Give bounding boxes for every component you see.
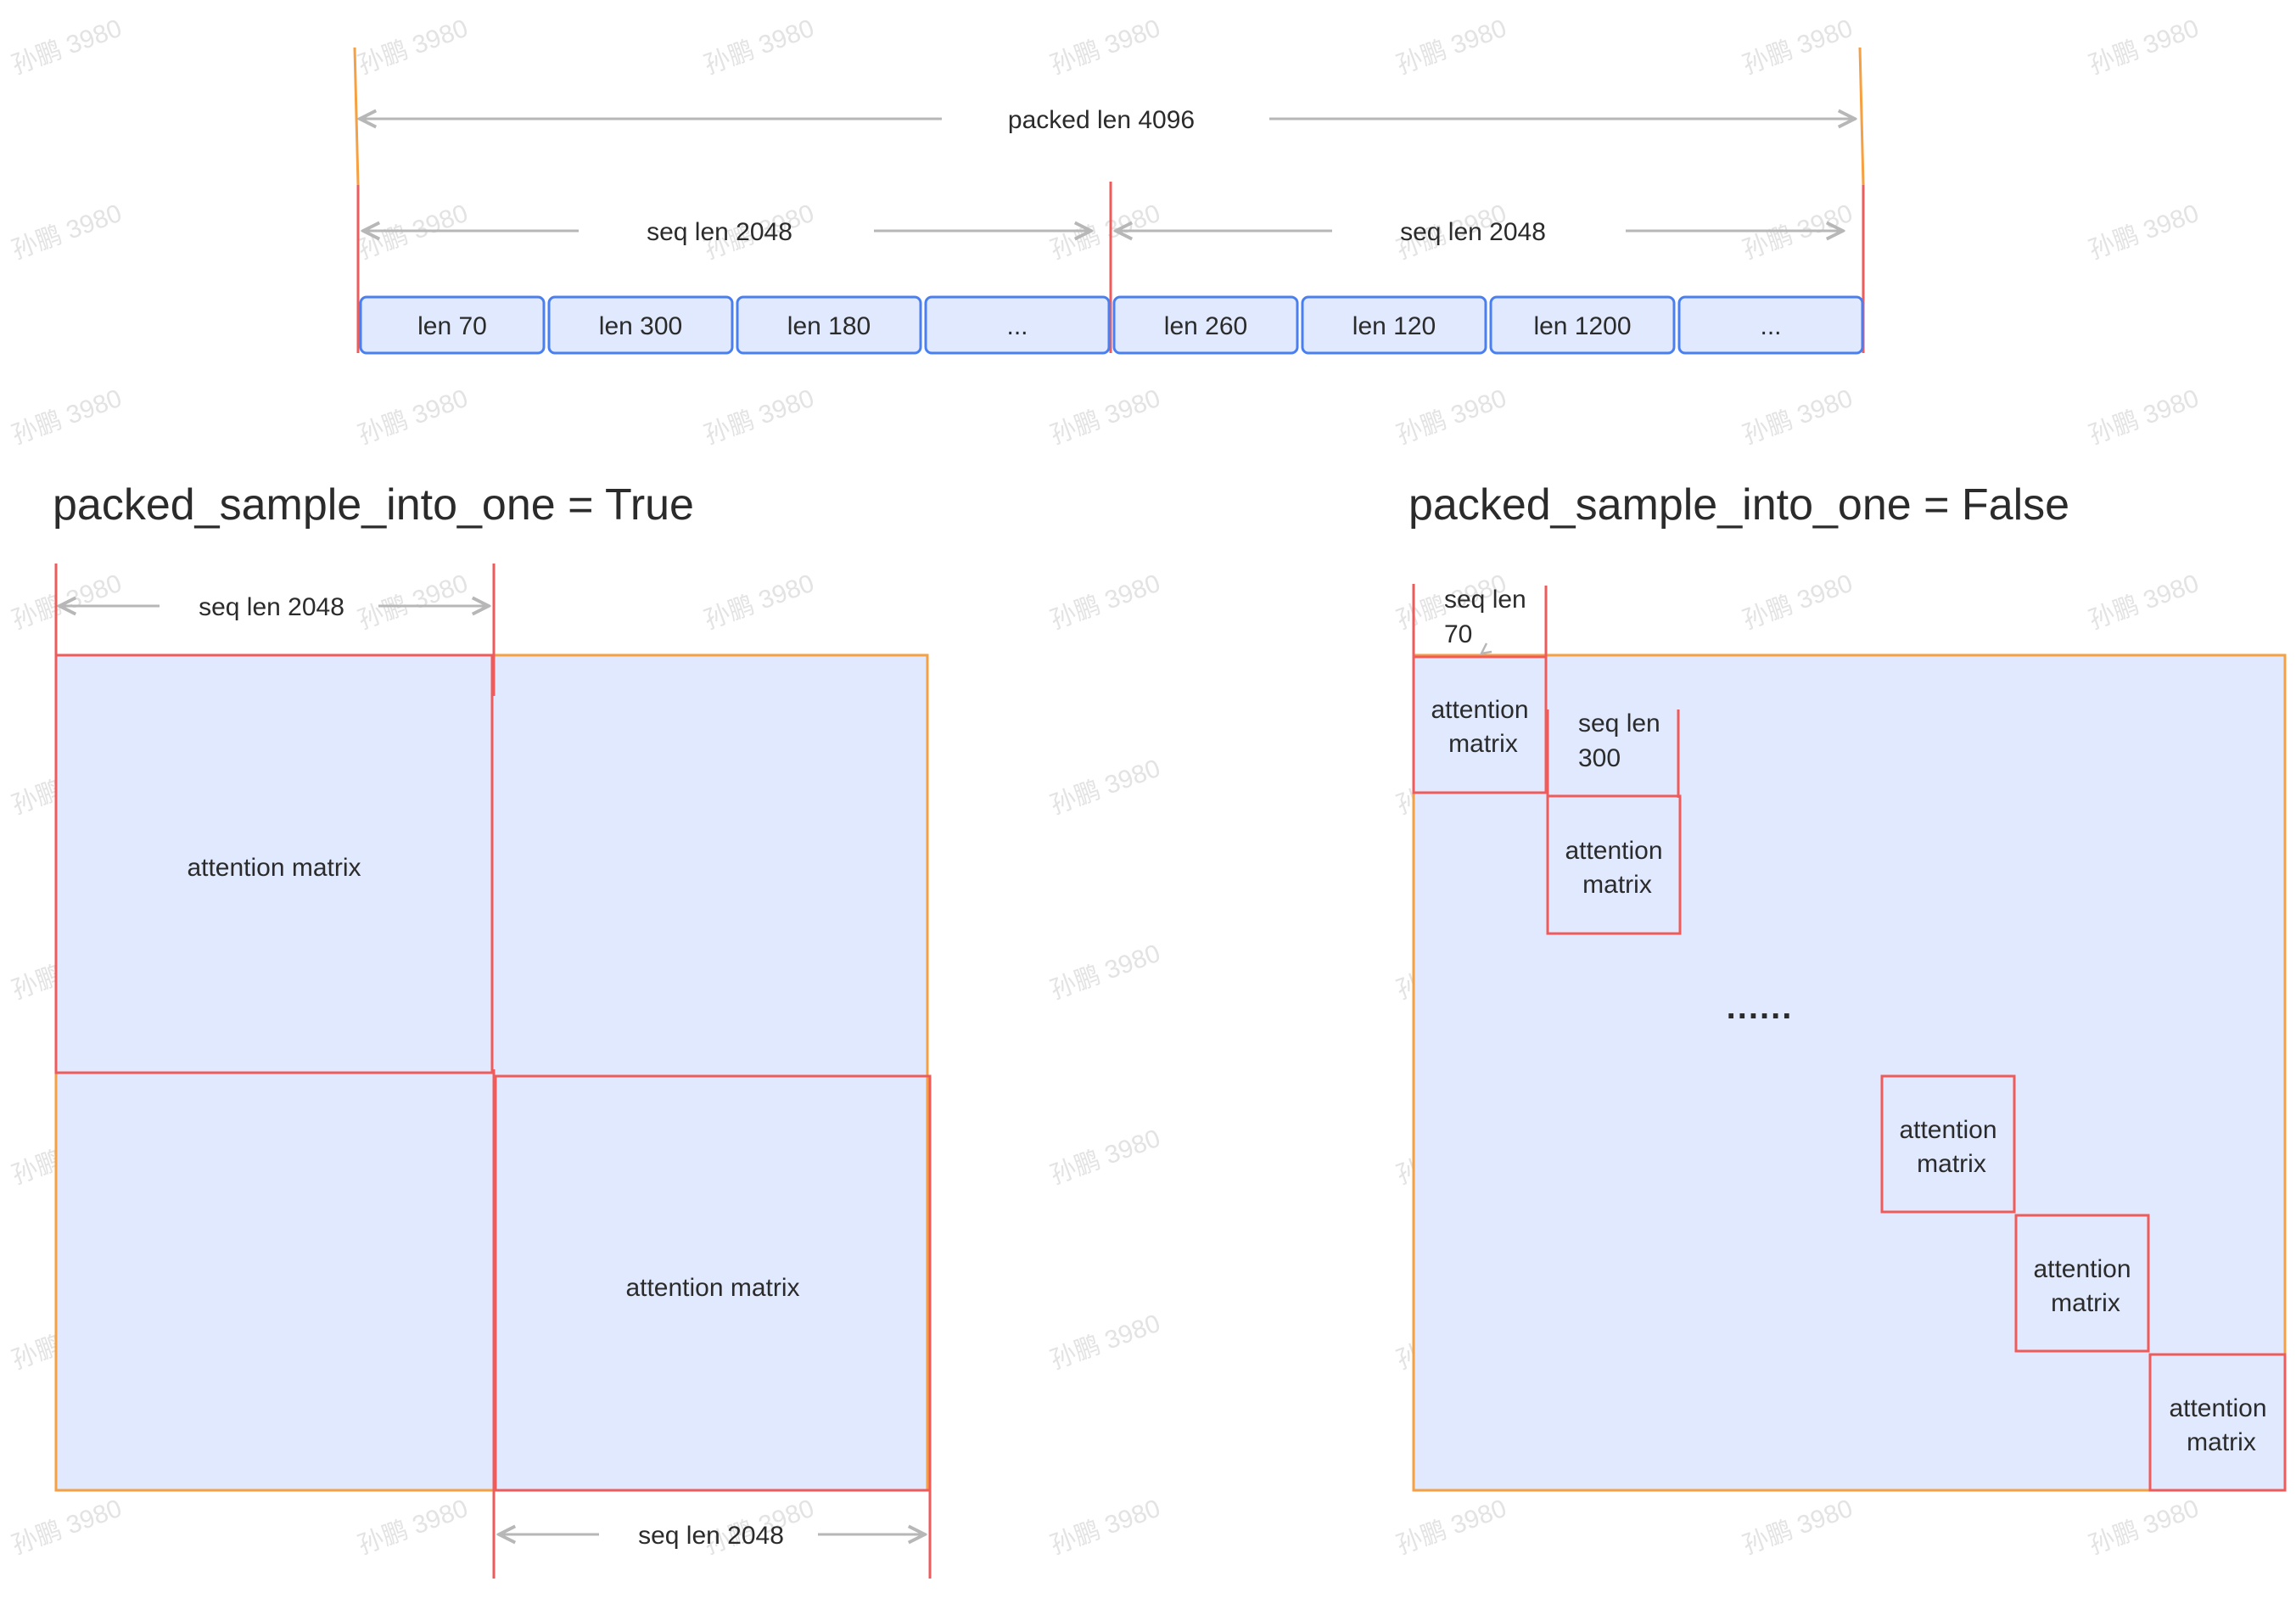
left-attention-block-2: [494, 1074, 932, 1492]
left-block-1-label: attention matrix: [187, 854, 361, 882]
right-block-label-line1: attention: [1899, 1116, 1996, 1144]
segment-label: len 1200: [1533, 312, 1631, 340]
segment-label: len 300: [599, 312, 682, 340]
right-block-label-line2: matrix: [1582, 871, 1652, 899]
right-outer-matrix: [1412, 653, 2287, 1492]
segment-label: ...: [1006, 312, 1028, 340]
seq300-label-line2: 300: [1578, 744, 1621, 772]
right-attention-block: [1412, 655, 1548, 794]
right-ellipsis: ......: [1727, 989, 1794, 1026]
right-block-label-line2: matrix: [1448, 730, 1518, 758]
right-block-label-line1: attention: [2169, 1394, 2266, 1422]
segment-box: len 120: [1301, 295, 1487, 355]
segment-label: len 70: [417, 312, 487, 340]
right-attention-block: [2014, 1214, 2150, 1353]
packed-len-label: packed len 4096: [1008, 106, 1195, 134]
left-block-2-label: attention matrix: [625, 1274, 799, 1302]
segment-box: len 260: [1112, 295, 1299, 355]
seq70-label-line1: seq len: [1444, 586, 1526, 614]
left-bottom-seq-label: seq len 2048: [638, 1522, 784, 1550]
segment-box: len 300: [547, 295, 734, 355]
right-block-label-line2: matrix: [2051, 1289, 2120, 1317]
packed-right-tick: [1858, 47, 1865, 186]
segment-box: len 1200: [1489, 295, 1676, 355]
right-block-label-line1: attention: [2033, 1255, 2131, 1283]
right-attention-block: [1546, 794, 1682, 935]
right-panel: packed_sample_into_one = False seq len 7…: [1408, 480, 2287, 1492]
right-panel-title: packed_sample_into_one = False: [1408, 480, 2069, 530]
seq70-small-arrow: [1479, 642, 1492, 655]
left-top-seq-label: seq len 2048: [199, 593, 344, 621]
seq300-label-line1: seq len: [1578, 709, 1660, 738]
packed-sequence-diagram: packed len 4096 seq len 2048 seq len 204…: [353, 47, 1865, 355]
segment-box: len 70: [359, 295, 546, 355]
segment-row: len 70 len 300 len 180 ... len 260 len 1…: [359, 295, 1864, 355]
right-block-label-line2: matrix: [2187, 1428, 2256, 1456]
segment-box: len 180: [736, 295, 922, 355]
right-attention-block: [1880, 1074, 2016, 1214]
segment-box: ...: [1677, 295, 1864, 355]
right-block-label-line1: attention: [1431, 696, 1528, 724]
segment-label: len 260: [1164, 312, 1247, 340]
seq70-label-line2: 70: [1444, 620, 1472, 648]
left-panel: packed_sample_into_one = True attention …: [53, 480, 932, 1579]
seq1-len-label: seq len 2048: [647, 218, 792, 246]
left-panel-title: packed_sample_into_one = True: [53, 480, 694, 530]
right-block-label-line2: matrix: [1917, 1150, 1986, 1178]
right-block-label-line1: attention: [1565, 837, 1662, 865]
seq2-len-label: seq len 2048: [1400, 218, 1546, 246]
segment-label: len 180: [787, 312, 871, 340]
segment-label: len 120: [1352, 312, 1436, 340]
segment-label: ...: [1760, 312, 1781, 340]
left-attention-block-1: [54, 653, 494, 1074]
segment-box: ...: [924, 295, 1111, 355]
right-attention-block: [2148, 1353, 2287, 1492]
packed-left-tick: [353, 47, 360, 186]
